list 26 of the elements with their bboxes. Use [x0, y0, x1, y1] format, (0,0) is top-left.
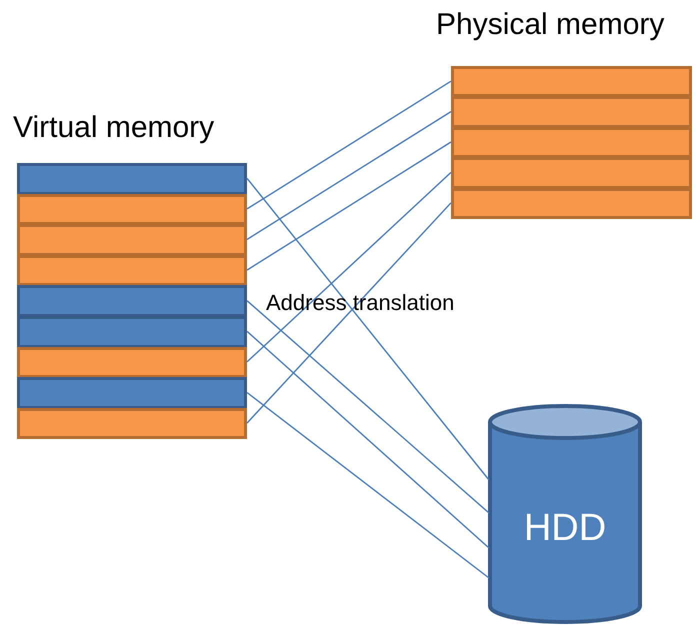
resident-page-block — [17, 254, 247, 286]
resident-page-block — [451, 126, 692, 158]
connector-line — [246, 172, 452, 362]
connector-line — [246, 141, 452, 271]
resident-page-block — [451, 188, 692, 219]
memory-heading: Virtual memory — [13, 113, 214, 143]
connector-line — [246, 330, 490, 549]
resident-page-block — [17, 194, 247, 226]
resident-page-block — [17, 224, 247, 256]
resident-page-block — [451, 66, 692, 98]
connector-line — [246, 80, 452, 210]
resident-page-block — [451, 157, 692, 189]
memory-heading: Physical memory — [436, 10, 664, 40]
swapped-page-block — [17, 285, 247, 317]
connector-line — [246, 178, 490, 480]
disk-label: HDD — [522, 509, 608, 547]
swapped-page-block — [17, 316, 247, 348]
resident-page-block — [17, 408, 247, 440]
swapped-page-block — [17, 163, 247, 195]
resident-page-block — [17, 346, 247, 378]
swapped-page-block — [17, 377, 247, 409]
connector-line — [246, 202, 452, 424]
connector-line — [246, 300, 490, 514]
connector-line — [246, 392, 490, 579]
resident-page-block — [451, 96, 692, 128]
connector-line — [246, 111, 452, 240]
